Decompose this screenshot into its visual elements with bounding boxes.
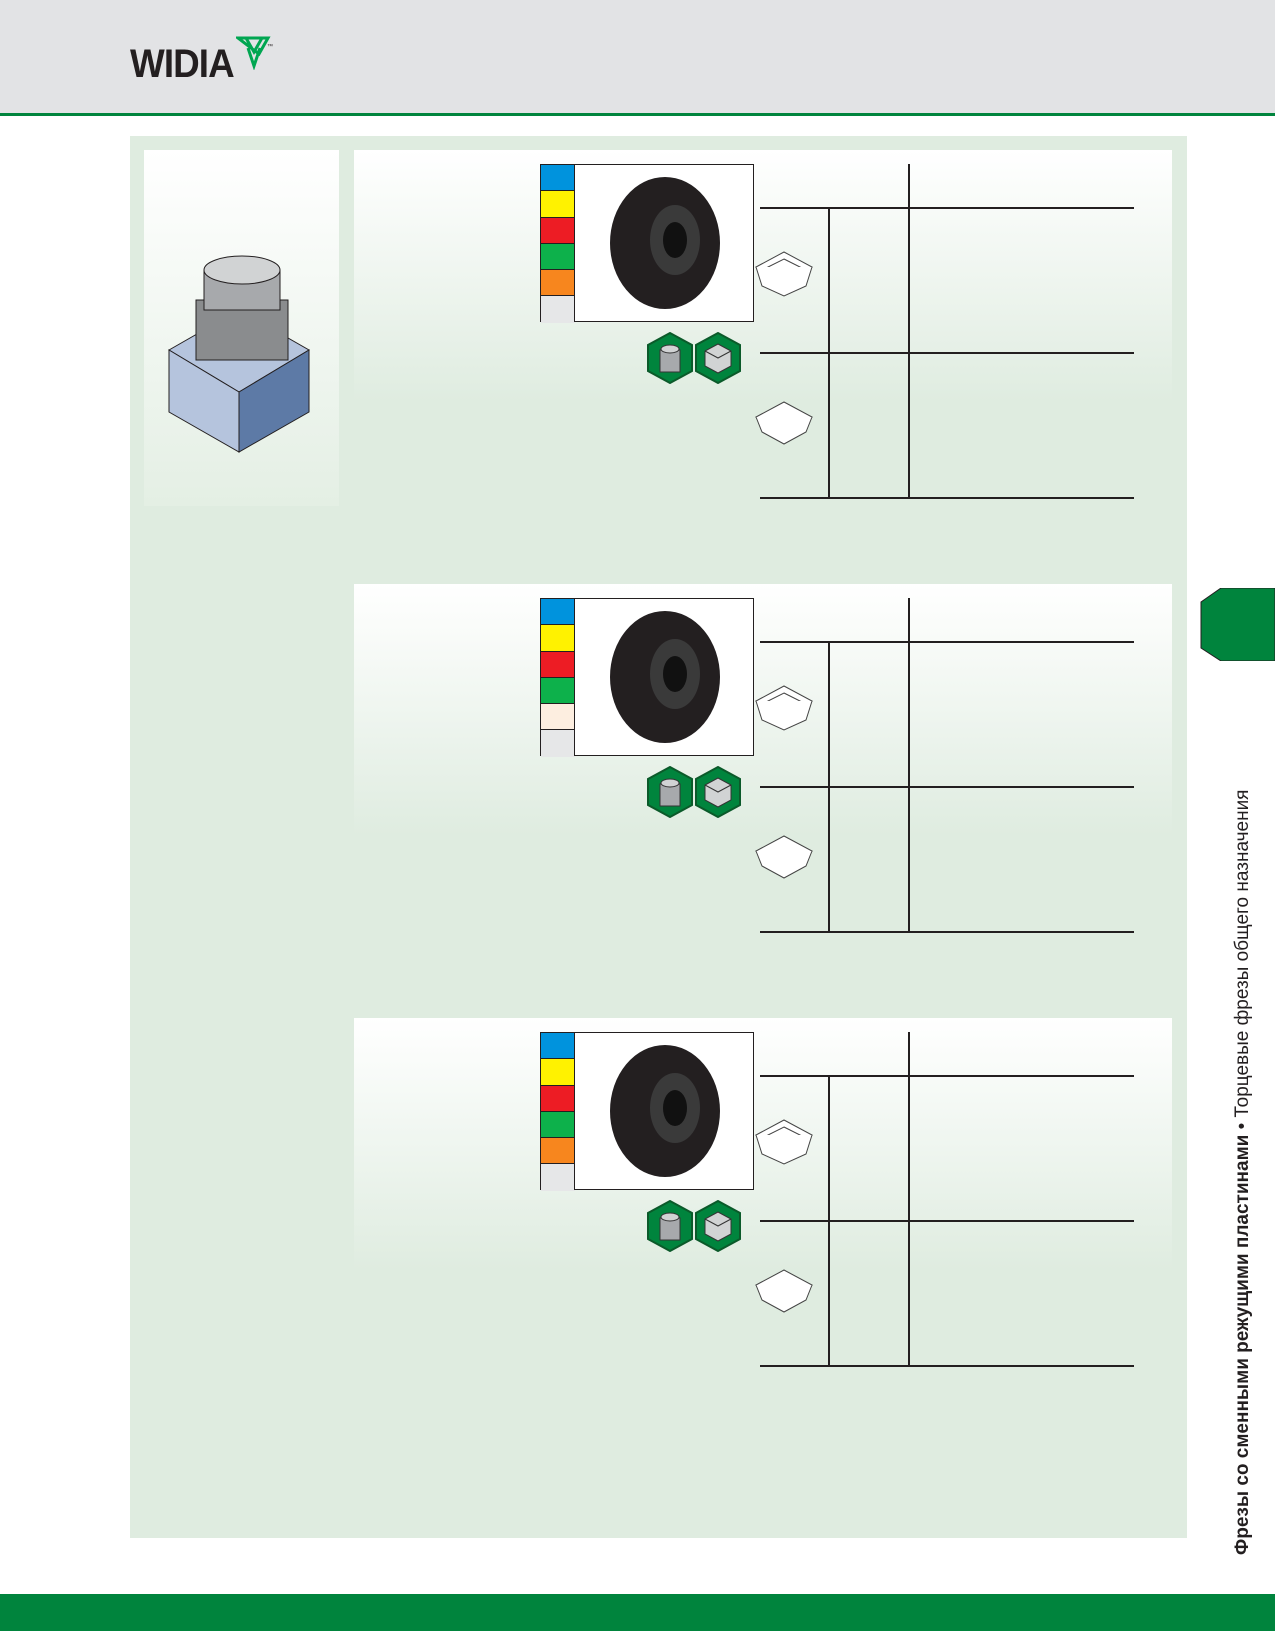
material-swatch <box>541 1059 575 1086</box>
table-rule <box>760 786 1134 788</box>
material-swatch <box>541 191 575 218</box>
face-mill-photo <box>574 1032 754 1190</box>
workpiece-application-icon <box>695 1200 741 1252</box>
table-rule <box>760 1365 1134 1367</box>
square-insert-flat-icon <box>754 835 814 879</box>
table-rule <box>760 1220 1134 1222</box>
material-color-legend <box>540 164 575 323</box>
material-swatch <box>541 1085 575 1112</box>
square-insert-chipbreaker-icon <box>754 685 814 731</box>
page-header: WIDIA ™ <box>0 0 1275 116</box>
svg-text:™: ™ <box>267 43 273 50</box>
material-swatch <box>541 651 575 678</box>
cutter-section <box>354 584 1172 1004</box>
material-swatch <box>541 165 575 192</box>
table-rule <box>828 641 830 931</box>
cutter-section <box>354 150 1172 570</box>
cutter-illustration-card <box>144 150 339 506</box>
material-swatch <box>541 270 575 297</box>
table-rule <box>760 931 1134 933</box>
workpiece-application-icon <box>695 766 741 818</box>
material-color-legend <box>540 598 575 757</box>
widia-logo-mark-icon: ™ <box>236 36 273 70</box>
table-rule <box>908 164 910 498</box>
page-footer-bar <box>0 1594 1275 1631</box>
table-rule <box>908 598 910 932</box>
face-mill-photo <box>574 164 754 322</box>
square-insert-chipbreaker-icon <box>754 251 814 297</box>
table-rule <box>760 497 1134 499</box>
face-milling-application-icon <box>647 766 693 818</box>
face-mill-on-workpiece-icon <box>168 255 310 453</box>
widia-logo: WIDIA <box>130 42 235 86</box>
material-swatch <box>541 217 575 244</box>
table-rule <box>760 207 1134 209</box>
table-rule <box>908 1032 910 1366</box>
square-insert-chipbreaker-icon <box>754 1119 814 1165</box>
material-swatch <box>541 625 575 652</box>
material-swatch <box>541 243 575 271</box>
table-rule <box>828 1075 830 1365</box>
chapter-title: Фрезы со сменными режущими пластинами • … <box>1232 789 1253 1555</box>
material-swatch <box>541 1111 575 1139</box>
material-swatch <box>541 704 575 731</box>
material-swatch <box>541 599 575 626</box>
square-insert-flat-icon <box>754 401 814 445</box>
face-milling-application-icon <box>647 1200 693 1252</box>
material-color-legend <box>540 1032 575 1191</box>
table-rule <box>760 641 1134 643</box>
table-rule <box>828 207 830 497</box>
face-mill-photo <box>574 598 754 756</box>
square-insert-flat-icon <box>754 1269 814 1313</box>
chapter-tab[interactable] <box>1199 588 1275 661</box>
material-swatch <box>541 730 575 757</box>
cutter-section <box>354 1018 1172 1438</box>
material-swatch <box>541 1164 575 1191</box>
material-swatch <box>541 296 575 323</box>
table-rule <box>760 1075 1134 1077</box>
material-swatch <box>541 1138 575 1165</box>
table-rule <box>760 352 1134 354</box>
material-swatch <box>541 677 575 705</box>
workpiece-application-icon <box>695 332 741 384</box>
material-swatch <box>541 1033 575 1060</box>
face-milling-application-icon <box>647 332 693 384</box>
